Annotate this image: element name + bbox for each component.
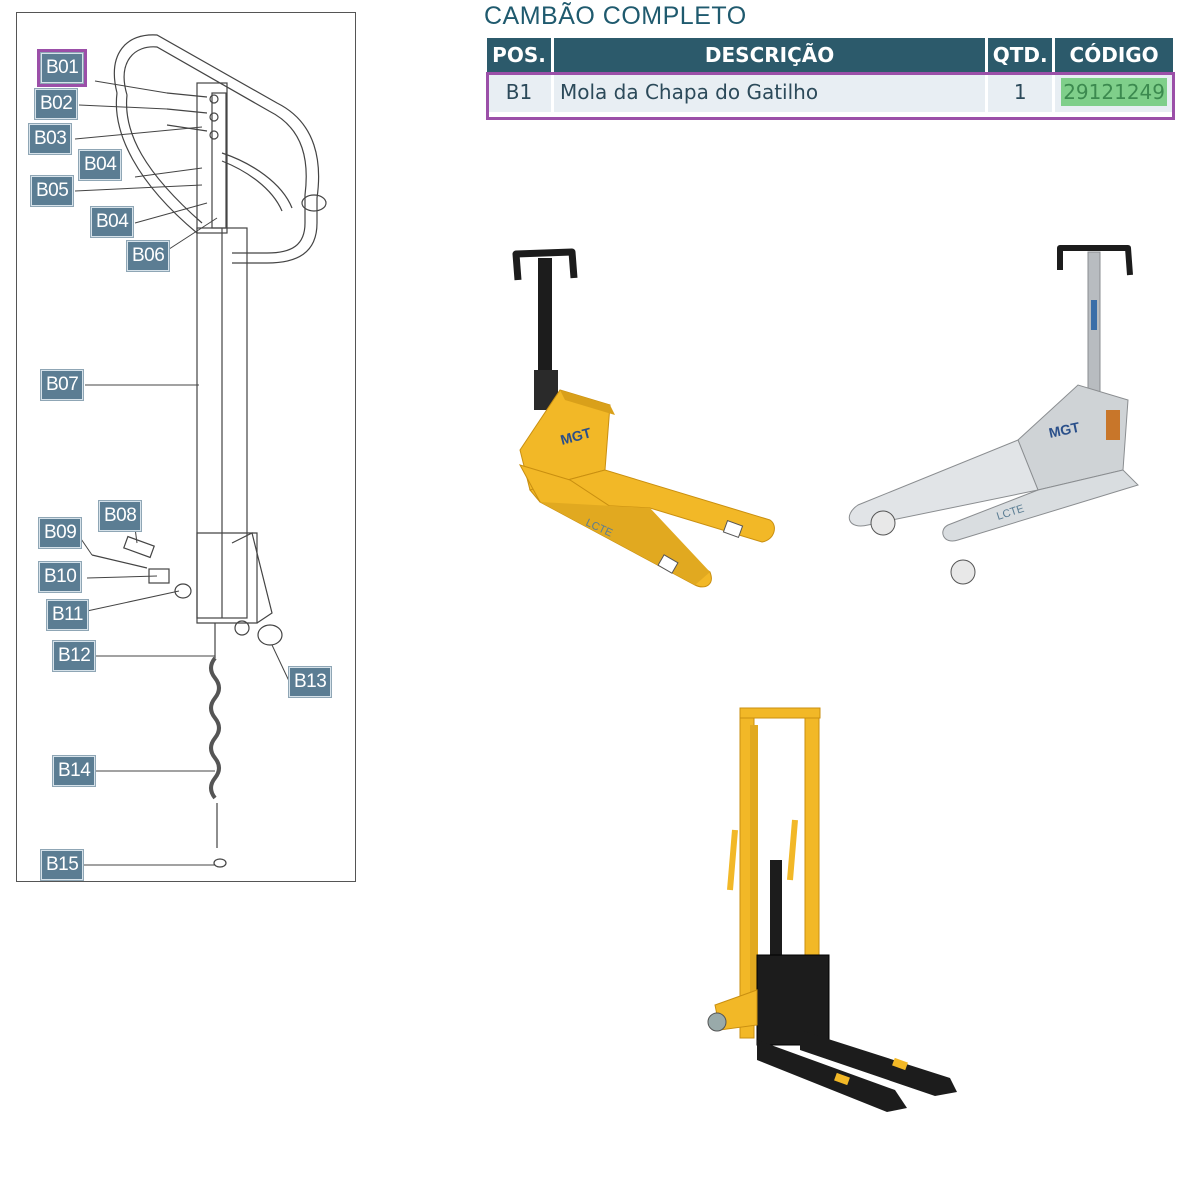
callout-b14[interactable]: B14 — [53, 756, 96, 786]
callout-b15[interactable]: B15 — [41, 850, 84, 880]
stainless-pallet-jack-image: MGT LCTE — [848, 245, 1139, 585]
manual-stacker-image — [707, 707, 957, 1112]
callout-b06[interactable]: B06 — [127, 241, 170, 271]
callout-b02[interactable]: B02 — [35, 89, 78, 119]
header-pos: POS. — [487, 38, 554, 72]
header-qty: QTD. — [988, 38, 1056, 72]
callout-b08[interactable]: B08 — [99, 501, 142, 531]
callout-b04-upper[interactable]: B04 — [79, 150, 122, 180]
cell-qty: 1 — [988, 72, 1056, 112]
cell-pos: B1 — [487, 72, 554, 112]
callout-b03[interactable]: B03 — [29, 124, 72, 154]
exploded-diagram-panel: B01 B02 B03 B04 B05 B04 B06 B07 B08 B09 … — [16, 12, 356, 882]
callout-b12[interactable]: B12 — [53, 641, 96, 671]
callout-b07[interactable]: B07 — [41, 370, 84, 400]
header-description: DESCRIÇÃO — [554, 38, 989, 72]
callout-b10[interactable]: B10 — [39, 562, 82, 592]
parts-table: POS. DESCRIÇÃO QTD. CÓDIGO B1 Mola da Ch… — [487, 38, 1173, 112]
yellow-pallet-jack-image: MGT LCTE — [512, 248, 775, 588]
table-title: CAMBÃO COMPLETO — [484, 2, 747, 30]
callout-b05[interactable]: B05 — [31, 176, 74, 206]
table-header-row: POS. DESCRIÇÃO QTD. CÓDIGO — [487, 38, 1173, 72]
table-row[interactable]: B1 Mola da Chapa do Gatilho 1 29121249 — [487, 72, 1173, 112]
code-highlight: 29121249 — [1061, 78, 1167, 106]
header-code: CÓDIGO — [1055, 38, 1173, 72]
brand-label-yellow: MGT — [559, 424, 594, 448]
handle-assembly-drawing — [74, 34, 327, 868]
callout-b11[interactable]: B11 — [47, 600, 88, 630]
callout-b09[interactable]: B09 — [39, 518, 82, 548]
brand-label-stainless: MGT — [1047, 419, 1081, 441]
cell-code[interactable]: 29121249 — [1055, 72, 1173, 112]
cell-description: Mola da Chapa do Gatilho — [554, 72, 989, 112]
callout-b01[interactable]: B01 — [36, 49, 88, 87]
callout-b04-lower[interactable]: B04 — [91, 207, 134, 237]
callout-b13[interactable]: B13 — [289, 667, 332, 697]
